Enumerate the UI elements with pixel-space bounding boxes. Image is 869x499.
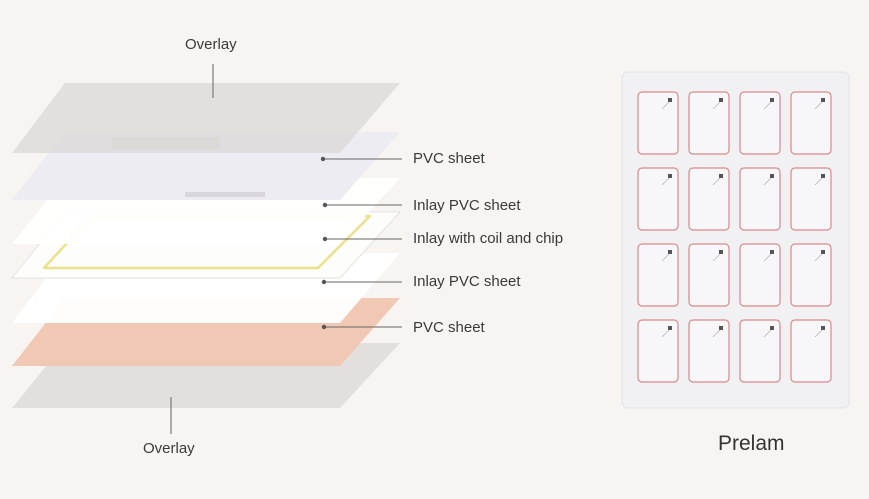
- prelam-inlay-cell: [637, 243, 679, 307]
- prelam-chip: [719, 250, 723, 254]
- prelam-grid: [637, 91, 832, 383]
- top-overlay-layer: [12, 83, 400, 153]
- pvc-bottom-label: PVC sheet: [413, 319, 485, 336]
- prelam-inlay-cell: [688, 167, 730, 231]
- inlay-leader: [322, 236, 402, 242]
- prelam-coil-lead: [763, 101, 772, 110]
- prelam-inlay-cell: [637, 167, 679, 231]
- prelam-chip: [719, 98, 723, 102]
- prelam-chip: [719, 174, 723, 178]
- prelam-coil-lead: [814, 101, 823, 110]
- prelam-chip: [821, 174, 825, 178]
- pvc-top-leader: [320, 156, 402, 162]
- prelam-inlay-cell: [739, 243, 781, 307]
- inlay-label: Inlay with coil and chip: [413, 230, 564, 247]
- prelam-coil-lead: [661, 329, 670, 338]
- prelam-chip: [821, 98, 825, 102]
- prelam-inlay-cell: [637, 319, 679, 383]
- prelam-inlay-cell: [739, 167, 781, 231]
- prelam-chip: [770, 250, 774, 254]
- prelam-coil-lead: [661, 101, 670, 110]
- pvc-bottom-leader: [321, 324, 402, 330]
- prelam-coil-lead: [814, 329, 823, 338]
- prelam-chip: [668, 326, 672, 330]
- prelam-coil-lead: [763, 253, 772, 262]
- prelam-chip: [770, 98, 774, 102]
- bottom-overlay-label: Overlay: [143, 440, 195, 457]
- inlay-pvc-top-label: Inlay PVC sheet: [413, 197, 521, 214]
- prelam-inlay-cell: [637, 91, 679, 155]
- prelam-coil-lead: [814, 177, 823, 186]
- prelam-inlay-cell: [790, 243, 832, 307]
- prelam-chip: [668, 174, 672, 178]
- prelam-chip: [770, 174, 774, 178]
- pvc-print-mark-faint: [185, 192, 265, 197]
- prelam-coil-lead: [661, 253, 670, 262]
- prelam-coil-lead: [712, 253, 721, 262]
- inlay-pvc-top-leader: [322, 202, 402, 208]
- inlay-pvc-bottom-leader: [321, 279, 402, 285]
- prelam-coil-lead: [712, 329, 721, 338]
- prelam-coil-lead: [763, 177, 772, 186]
- prelam-inlay-cell: [790, 91, 832, 155]
- prelam-title: Prelam: [718, 432, 785, 455]
- prelam-chip: [668, 250, 672, 254]
- prelam-chip: [668, 98, 672, 102]
- prelam-inlay-cell: [688, 91, 730, 155]
- prelam-inlay-cell: [688, 319, 730, 383]
- prelam-coil-lead: [814, 253, 823, 262]
- prelam-chip: [821, 250, 825, 254]
- prelam-inlay-cell: [739, 319, 781, 383]
- top-overlay-label: Overlay: [185, 36, 237, 53]
- prelam-inlay-cell: [688, 243, 730, 307]
- prelam-inlay-cell: [790, 319, 832, 383]
- prelam-coil-lead: [661, 177, 670, 186]
- prelam-coil-lead: [763, 329, 772, 338]
- pvc-top-label: PVC sheet: [413, 150, 485, 167]
- inlay-pvc-bottom-label: Inlay PVC sheet: [413, 273, 521, 290]
- prelam-coil-lead: [712, 101, 721, 110]
- prelam-chip: [719, 326, 723, 330]
- prelam-inlay-cell: [739, 91, 781, 155]
- prelam-chip: [770, 326, 774, 330]
- prelam-inlay-cell: [790, 167, 832, 231]
- prelam-chip: [821, 326, 825, 330]
- prelam-coil-lead: [712, 177, 721, 186]
